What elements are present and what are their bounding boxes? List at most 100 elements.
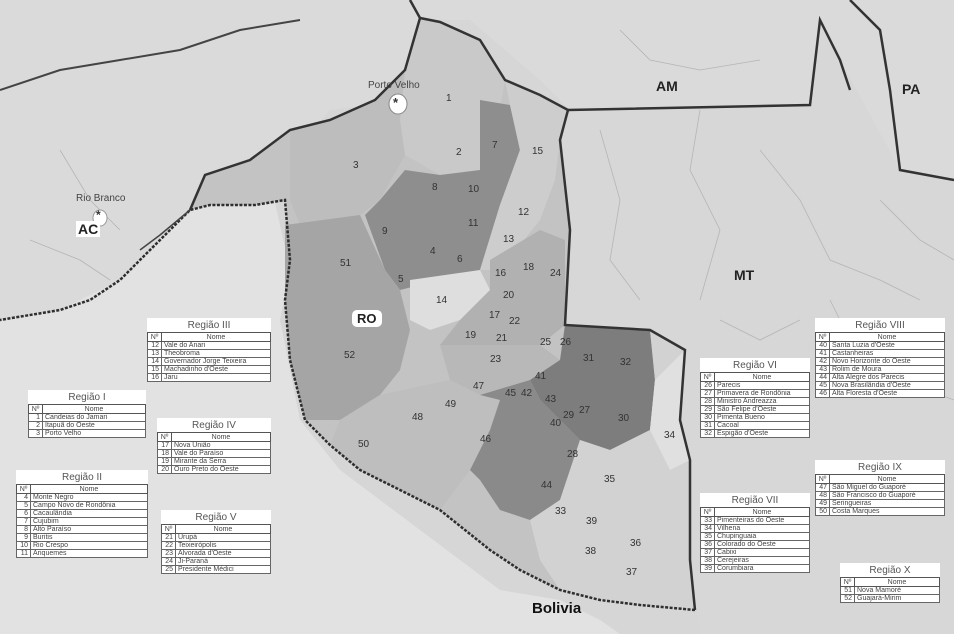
legend-title: Região II	[61, 472, 103, 483]
legend-cell-name: Primavera de Rondônia	[714, 389, 810, 398]
legend-cell-name: Jaru	[161, 373, 271, 382]
legend-cell-num: 9	[16, 533, 31, 542]
area-bolivia	[0, 180, 620, 634]
municipality-number: 24	[550, 268, 562, 279]
municipality-number: 29	[563, 410, 575, 421]
region-3-gjt	[410, 270, 490, 330]
legend-cell-num: 1	[28, 413, 43, 422]
legend-header-name: Nome	[829, 332, 945, 342]
municipality-number: 43	[545, 394, 557, 405]
municipality-number: 48	[412, 412, 424, 423]
legend-header-name: Nome	[829, 474, 945, 484]
municipality-number: 17	[489, 310, 501, 321]
region-1-pv	[290, 70, 405, 225]
municipality-number: 15	[532, 146, 544, 157]
municipality-number: 21	[496, 333, 508, 344]
municipality-number: 23	[490, 354, 502, 365]
legend-cell-num: 3	[28, 429, 43, 438]
legend-cell-name: Alvorada d'Oeste	[175, 549, 271, 558]
legend-cell-num: 19	[157, 457, 172, 466]
legend-cell-name: Espigão d'Oeste	[714, 429, 810, 438]
legend-cell-num: 20	[157, 465, 172, 474]
municipality-number: 49	[445, 399, 457, 410]
municipality-number: 12	[518, 207, 530, 218]
legend-cell-num: 15	[147, 365, 162, 374]
legend-cell-num: 5	[16, 501, 31, 510]
legend-cell-name: Santa Luzia d'Oeste	[829, 341, 945, 350]
municipality-number: 2	[456, 147, 462, 158]
legend-cell-num: 32	[700, 429, 715, 438]
legend-cell-name: São Miguel do Guaporé	[829, 483, 945, 492]
neighbor-municipal-lines	[29, 29, 954, 401]
legend-header-name: Nome	[30, 484, 148, 494]
legend-title: Região IX	[858, 462, 902, 473]
border-ac-am	[0, 19, 301, 91]
legend-title: Região VI	[733, 360, 777, 371]
legend-title: Região III	[187, 320, 231, 331]
legend-cell-name: Vilhena	[714, 524, 810, 533]
legend-cell-name: Theobroma	[161, 349, 271, 358]
legend-header-num: Nº	[161, 524, 176, 534]
legend-header-num: Nº	[28, 404, 43, 414]
legend-cell-name: Porto Velho	[42, 429, 146, 438]
legend-cell-num: 16	[147, 373, 162, 382]
legend-cell-name: Guajará-Mirim	[854, 594, 940, 603]
legend-cell-num: 4	[16, 493, 31, 502]
municipality-number: 40	[550, 418, 562, 429]
municipality-number: 25	[540, 337, 552, 348]
legend-cell-num: 23	[161, 549, 176, 558]
municipality-number: 28	[567, 449, 579, 460]
municipality-number: 4	[430, 246, 436, 257]
legend-title: Região I	[68, 392, 106, 403]
legend-cell-num: 44	[815, 373, 830, 382]
legend-cell-name: Novo Horizonte do Oeste	[829, 357, 945, 366]
legend-cell-name: Nova União	[171, 441, 271, 450]
municipality-number: 38	[585, 546, 597, 557]
region-9-area	[330, 380, 500, 510]
rio-branco-star-icon: *	[96, 208, 101, 222]
legend-header-num: Nº	[700, 372, 715, 382]
legend-cell-name: Buritis	[30, 533, 148, 542]
legend-cell-num: 13	[147, 349, 162, 358]
legend-cell-name: Urupá	[175, 533, 271, 542]
legend-cell-num: 52	[840, 594, 855, 603]
municipality-number: 51	[340, 258, 352, 269]
legend-cell-name: Parecis	[714, 381, 810, 390]
municipality-number: 33	[555, 506, 567, 517]
legend-cell-name: Rolim de Moura	[829, 365, 945, 374]
legend-cell-num: 7	[16, 517, 31, 526]
legend-cell-num: 39	[700, 564, 715, 573]
border-ac	[139, 209, 191, 251]
state-label-am: AM	[656, 78, 678, 94]
legend-cell-name: Vale do Anari	[161, 341, 271, 350]
legend-cell-num: 43	[815, 365, 830, 374]
municipality-number: 45	[505, 388, 517, 399]
